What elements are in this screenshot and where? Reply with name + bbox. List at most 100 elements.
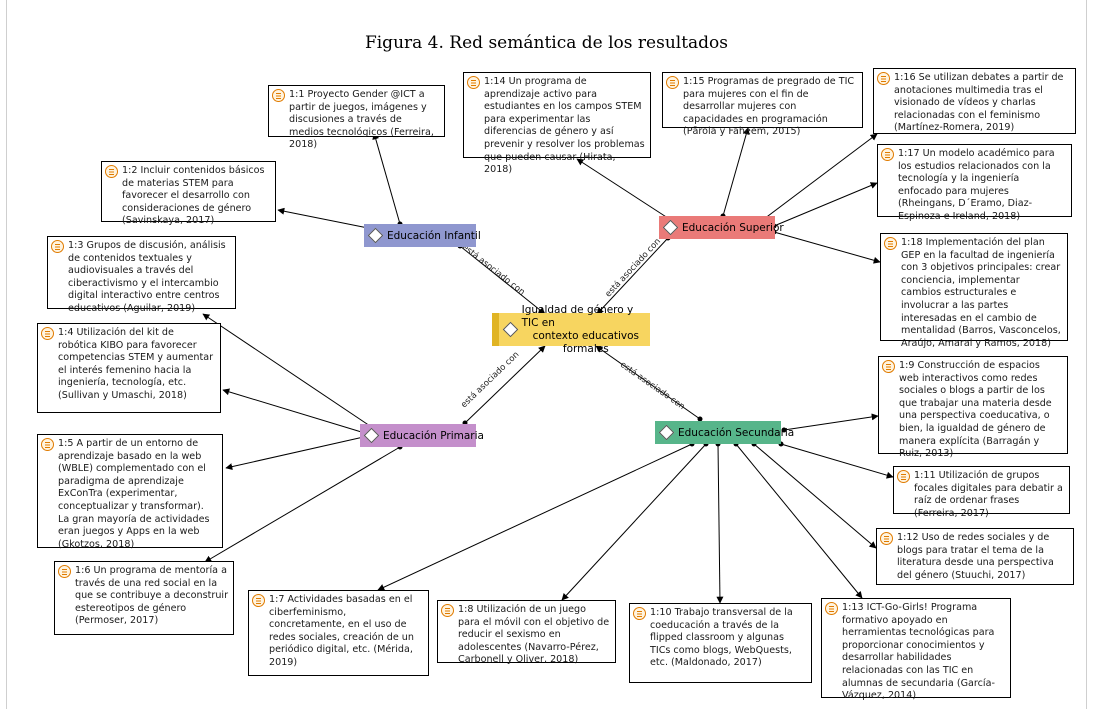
quotation-icon xyxy=(881,148,894,161)
link-secundaria-q1_10 xyxy=(716,443,724,604)
quotation-icon xyxy=(884,237,897,250)
link-primaria-center xyxy=(464,345,546,424)
quote-1-10[interactable]: 1:10 Trabajo transversal de la coeducaci… xyxy=(629,603,812,683)
code-diamond-icon xyxy=(662,219,679,236)
quote-1-7[interactable]: 1:7 Actividades basadas en el ciberfemin… xyxy=(248,590,429,676)
quote-text: Un modelo académico para los estudios re… xyxy=(898,148,1055,222)
quote-text: Un programa de mentoría a través de una … xyxy=(75,565,229,627)
quote-1-1[interactable]: 1:1 Proyecto Gender @ICT a partir de jue… xyxy=(268,85,445,150)
quotation-icon xyxy=(877,72,890,85)
quote-code: 1:11 xyxy=(914,470,936,481)
category-node-secundaria[interactable]: Educación Secundaria xyxy=(655,421,794,444)
quote-text: Trabajo transversal de la coeducación a … xyxy=(650,607,793,669)
link-secundaria-q1_13 xyxy=(735,443,863,599)
quote-1-5[interactable]: 1:5 A partir de un entorno de aprendizaj… xyxy=(37,434,223,550)
category-label: Educación Superior xyxy=(682,221,784,234)
link-primaria-q1_6 xyxy=(204,446,401,563)
quotation-icon xyxy=(897,470,910,483)
link-superior-q1_17 xyxy=(773,182,878,227)
quote-code: 1:3 xyxy=(68,240,84,251)
quote-code: 1:9 xyxy=(899,360,915,371)
quote-code: 1:1 xyxy=(289,89,305,100)
quote-1-17[interactable]: 1:17 Un modelo académico para los estudi… xyxy=(877,144,1072,222)
quote-code: 1:4 xyxy=(58,327,74,338)
quote-text: Grupos de discusión, análisis de conteni… xyxy=(68,240,226,314)
code-diamond-icon xyxy=(658,424,675,441)
quotation-icon xyxy=(41,327,54,340)
code-diamond-icon xyxy=(367,227,384,244)
page-border-left xyxy=(6,0,7,709)
quote-1-9[interactable]: 1:9 Construcción de espacios web interac… xyxy=(878,356,1068,459)
link-primaria-q1_3 xyxy=(202,313,377,431)
quote-code: 1:14 xyxy=(484,76,506,87)
quote-text: Un programa de aprendizaje activo para e… xyxy=(484,76,645,176)
quote-1-15[interactable]: 1:15 Programas de pregrado de TIC para m… xyxy=(662,72,863,137)
link-secundaria-q1_7 xyxy=(377,443,693,591)
quote-text: Programas de pregrado de TIC para mujere… xyxy=(683,76,855,138)
quotation-icon xyxy=(272,89,285,102)
quote-text: Se utilizan debates a partir de anotacio… xyxy=(894,72,1064,134)
link-secundaria-q1_12 xyxy=(753,443,877,549)
center-label-line1: Igualdad de género y TIC en xyxy=(521,303,634,329)
link-superior-q1_18 xyxy=(773,231,881,264)
quotation-icon xyxy=(41,438,54,451)
quote-1-18[interactable]: 1:18 Implementación del plan GEP en la f… xyxy=(880,233,1068,349)
quote-1-8[interactable]: 1:8 Utilización de un juego para el móvi… xyxy=(437,600,616,666)
quote-text: Utilización del kit de robótica KIBO par… xyxy=(58,327,214,401)
quote-1-6[interactable]: 1:6 Un programa de mentoría a través de … xyxy=(54,561,234,635)
link-secundaria-q1_8 xyxy=(561,443,707,601)
quote-code: 1:16 xyxy=(894,72,916,83)
link-superior-q1_14 xyxy=(576,158,675,223)
quote-code: 1:18 xyxy=(901,237,923,248)
link-superior-q1_15 xyxy=(722,127,750,217)
link-infantil-q1_2 xyxy=(277,207,369,229)
quotation-icon xyxy=(666,76,679,89)
quote-code: 1:17 xyxy=(898,148,920,159)
quote-1-14[interactable]: 1:14 Un programa de aprendizaje activo p… xyxy=(463,72,651,175)
link-primaria-q1_5 xyxy=(225,435,369,471)
page-border-right xyxy=(1086,0,1087,709)
quote-1-4[interactable]: 1:4 Utilización del kit de robótica KIBO… xyxy=(37,323,221,413)
quote-code: 1:7 xyxy=(269,594,285,605)
center-code-node[interactable]: Igualdad de género y TIC en contexto edu… xyxy=(492,304,650,355)
quote-text: Proyecto Gender @ICT a partir de juegos,… xyxy=(289,89,434,151)
quote-1-16[interactable]: 1:16 Se utilizan debates a partir de ano… xyxy=(873,68,1076,134)
code-diamond-icon xyxy=(502,321,518,338)
quote-1-13[interactable]: 1:13 ICT-Go-Girls! Programa formativo ap… xyxy=(821,598,1011,702)
quote-1-3[interactable]: 1:3 Grupos de discusión, análisis de con… xyxy=(47,236,236,314)
quote-1-2[interactable]: 1:2 Incluir contenidos básicos de materi… xyxy=(101,161,276,226)
category-label: Educación Secundaria xyxy=(678,426,795,439)
link-infantil-center xyxy=(459,245,546,315)
quote-1-12[interactable]: 1:12 Uso de redes sociales y de blogs pa… xyxy=(876,528,1074,585)
quotation-icon xyxy=(51,240,64,253)
quote-text: Utilización de un juego para el móvil co… xyxy=(458,604,610,666)
quote-code: 1:10 xyxy=(650,607,672,618)
quotation-icon xyxy=(441,604,454,617)
link-primaria-q1_4 xyxy=(222,388,369,435)
quotation-icon xyxy=(882,360,895,373)
quote-text: Uso de redes sociales y de blogs para tr… xyxy=(897,532,1054,581)
quotation-icon xyxy=(252,594,265,607)
quote-text: Construcción de espacios web interactivo… xyxy=(899,360,1052,460)
link-secundaria-q1_11 xyxy=(780,443,894,479)
quotation-icon xyxy=(467,76,480,89)
link-superior-center xyxy=(596,237,669,315)
quote-code: 1:5 xyxy=(58,438,74,449)
quotation-icon xyxy=(825,602,838,615)
figure-title: Figura 4. Red semántica de los resultado… xyxy=(364,33,729,53)
category-node-primaria[interactable]: Educación Primaria xyxy=(360,424,484,447)
link-infantil-q1_1 xyxy=(372,132,401,225)
quote-text: Incluir contenidos básicos de materias S… xyxy=(122,165,265,227)
category-node-infantil[interactable]: Educación Infantil xyxy=(364,224,481,247)
category-label: Educación Primaria xyxy=(383,429,484,442)
quote-1-11[interactable]: 1:11 Utilización de grupos focales digit… xyxy=(893,466,1070,519)
quote-text: ICT-Go-Girls! Programa formativo apoyado… xyxy=(842,602,995,702)
quote-code: 1:15 xyxy=(683,76,705,87)
quote-code: 1:2 xyxy=(122,165,138,176)
center-label-line2: contexto educativos formales xyxy=(532,329,640,355)
quote-code: 1:8 xyxy=(458,604,474,615)
category-label: Educación Infantil xyxy=(387,229,481,242)
quote-text: Actividades basadas en el ciberfeminismo… xyxy=(269,594,414,668)
category-node-superior[interactable]: Educación Superior xyxy=(659,216,784,239)
